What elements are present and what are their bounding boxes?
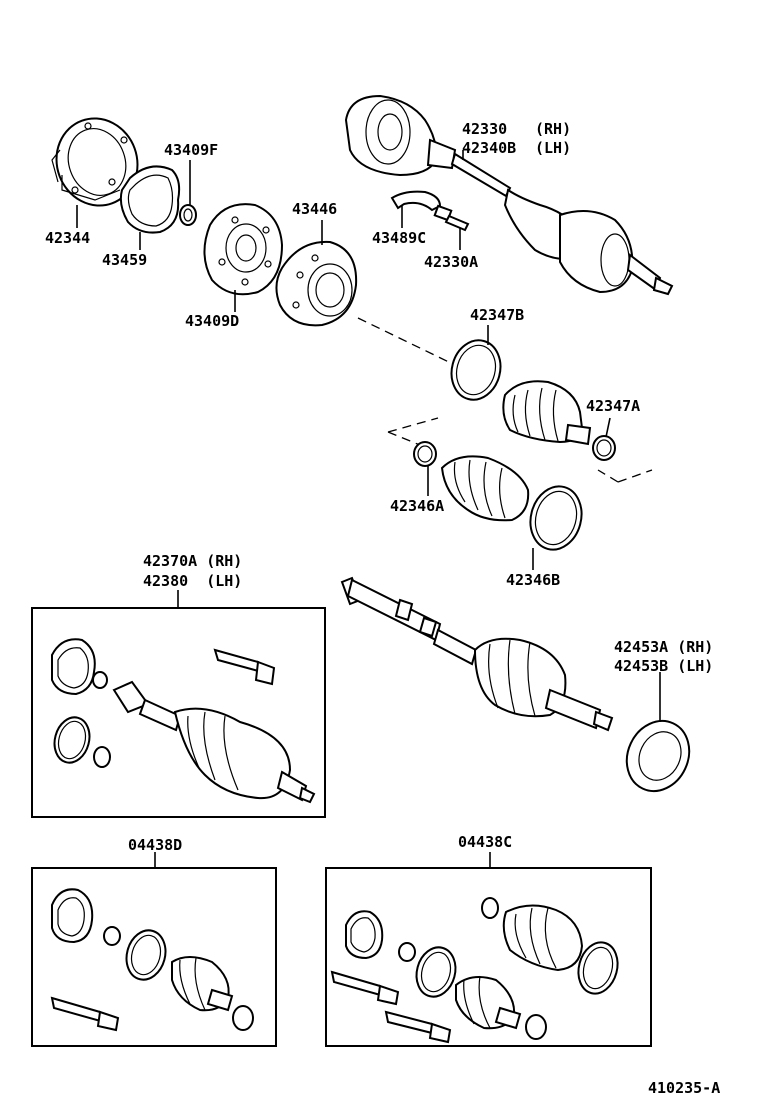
boot-clamp-small-b-part[interactable]: [413, 441, 437, 467]
assembly-dashed-bracket: [387, 417, 653, 483]
label-42340B: 42340B: [462, 139, 516, 157]
label-42330-side: (RH): [535, 120, 571, 138]
label-43459: 43459: [102, 251, 147, 269]
figure-code: 410235-A: [648, 1079, 720, 1097]
clamp-part[interactable]: [390, 190, 442, 212]
label-42453A: 42453A (RH): [614, 638, 713, 656]
hub-part[interactable]: [275, 240, 358, 327]
label-43409F: 43409F: [164, 141, 218, 159]
label-42370A: 42370A (RH): [143, 552, 242, 570]
kit-42370A-parts[interactable]: [50, 638, 316, 804]
label-04438D: 04438D: [128, 836, 182, 854]
label-42453B: 42453B (LH): [614, 657, 713, 675]
outboard-boot-part[interactable]: [502, 380, 592, 446]
kit-box-04438C: [325, 867, 652, 1047]
drive-shaft-assembly-part[interactable]: [344, 94, 674, 296]
label-43446: 43446: [292, 200, 337, 218]
label-42346A: 42346A: [390, 497, 444, 515]
assembly-dashed-line: [357, 317, 456, 366]
label-04438C: 04438C: [458, 833, 512, 851]
flange-part[interactable]: [203, 203, 284, 296]
inboard-boot-part[interactable]: [440, 455, 530, 522]
oil-seal-part[interactable]: [616, 711, 701, 802]
label-43409D: 43409D: [185, 312, 239, 330]
snap-ring-part[interactable]: [179, 204, 197, 226]
kit-04438C-parts[interactable]: [330, 897, 623, 1044]
kit-04438D-parts[interactable]: [50, 888, 254, 1032]
gasket-part[interactable]: [119, 165, 181, 234]
label-42346B: 42346B: [506, 571, 560, 589]
boot-clamp-large-part[interactable]: [445, 335, 507, 405]
dust-cover-part[interactable]: [44, 107, 149, 217]
label-42340B-side: (LH): [535, 139, 571, 157]
label-42330: 42330: [462, 120, 507, 138]
kit-box-04438D: [31, 867, 277, 1047]
boot-clamp-large-b-part[interactable]: [524, 481, 589, 556]
label-42347A: 42347A: [586, 397, 640, 415]
label-42344: 42344: [45, 229, 90, 247]
label-42380: 42380 (LH): [143, 572, 242, 590]
label-43489C: 43489C: [372, 229, 426, 247]
boot-clamp-small-a-part[interactable]: [592, 435, 616, 461]
bolt-part[interactable]: [433, 204, 470, 232]
label-42347B: 42347B: [470, 306, 524, 324]
label-42330A: 42330A: [424, 253, 478, 271]
drive-shaft-part[interactable]: [340, 576, 614, 732]
